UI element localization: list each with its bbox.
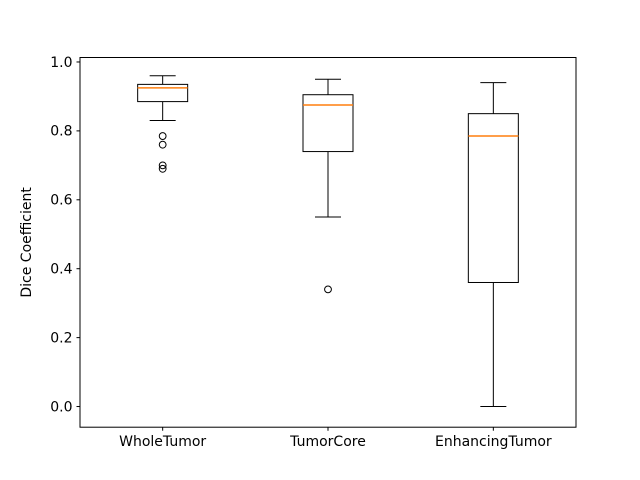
y-tick-label: 0.4 [50, 262, 72, 278]
boxplot-enhancingtumor [467, 82, 519, 408]
y-tick-label: 0.8 [50, 124, 72, 140]
outlier-point [158, 161, 167, 170]
x-tick-label: TumorCore [289, 434, 366, 450]
y-tick-label: 0.2 [50, 330, 72, 346]
iqr-box [302, 94, 354, 153]
outlier-point [324, 285, 332, 294]
boxplot-tumorcore [302, 78, 354, 294]
outlier-point [158, 140, 167, 149]
boxplot-wholetumor [137, 75, 189, 173]
y-tick-label: 1.0 [50, 55, 72, 71]
iqr-box [467, 113, 519, 283]
outlier-point [158, 164, 167, 173]
iqr-box [137, 83, 189, 103]
y-tick-label: 0.6 [50, 193, 72, 209]
outlier-point [158, 132, 167, 140]
axes-frame [79, 57, 577, 428]
x-tick-label: EnhancingTumor [435, 434, 552, 450]
x-tick-label: WholeTumor [119, 434, 206, 450]
y-axis-label: Dice Coefficient [19, 187, 35, 298]
y-tick-label: 0.0 [50, 399, 72, 415]
